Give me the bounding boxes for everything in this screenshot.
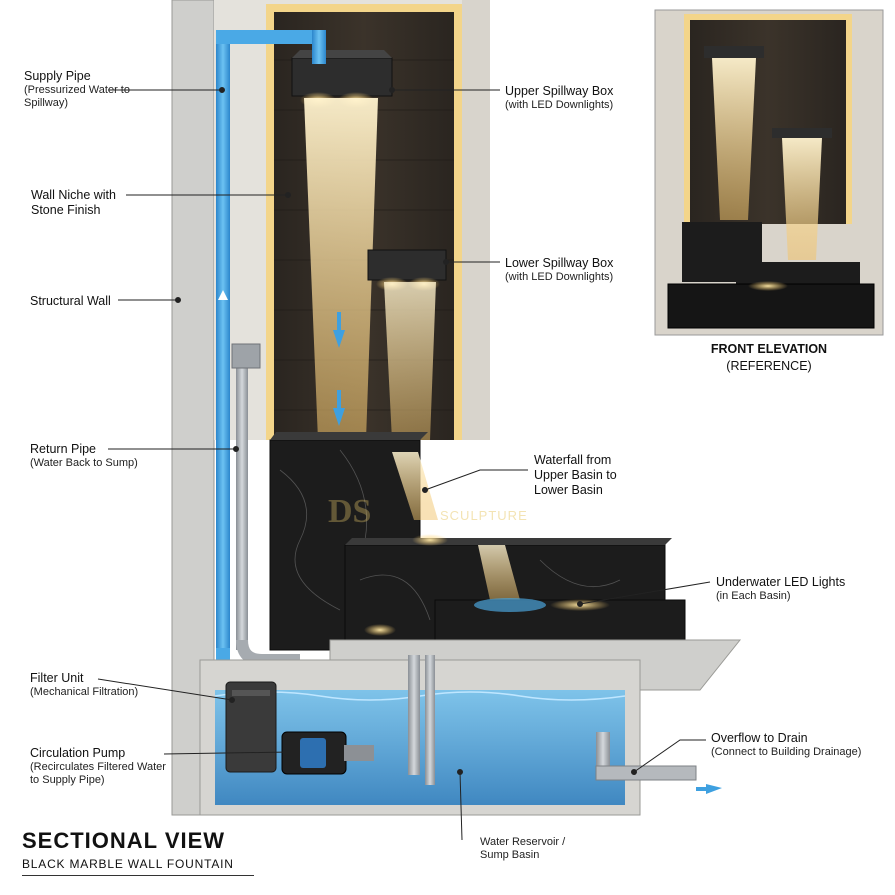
label-title: Return Pipe — [30, 442, 97, 456]
label-line: Water Reservoir / — [480, 836, 566, 848]
svg-text:SCULPTURE: SCULPTURE — [440, 508, 528, 523]
label-circulation-pump: Circulation Pump (Recirculates Filtered … — [30, 746, 166, 787]
label-title: Supply Pipe — [24, 69, 91, 83]
label-upper-spillway: Upper Spillway Box (with LED Downlights) — [505, 84, 613, 112]
label-sub: (Mechanical Filtration) — [30, 686, 139, 698]
leader-lines — [97, 87, 711, 841]
label-title: Circulation Pump — [30, 746, 126, 760]
label-sub: (Pressurized Water to — [24, 84, 130, 96]
reference-caption-sub: (REFERENCE) — [726, 359, 812, 373]
label-title: Underwater LED Lights — [716, 575, 846, 589]
label-sub: Spillway) — [24, 97, 69, 110]
reference-caption: FRONT ELEVATION — [710, 342, 828, 356]
label-sub: (with LED Downlights) — [505, 271, 614, 283]
front-elevation-image — [654, 9, 884, 336]
flow-arrows — [333, 312, 345, 426]
label-sub: to Supply Pipe) — [30, 774, 105, 787]
label-title: Wall Niche with — [31, 188, 116, 202]
upper-spillway-box — [291, 57, 393, 97]
filter-unit — [225, 681, 277, 773]
label-title: Overflow to Drain — [711, 731, 808, 745]
watermark: DS — [328, 493, 371, 530]
label-line: Sump Basin — [480, 849, 540, 862]
label-title: Lower Spillway Box — [505, 256, 614, 270]
diagram-subtitle: BLACK MARBLE WALL FOUNTAIN — [22, 857, 234, 871]
label-lower-spillway: Lower Spillway Box (with LED Downlights) — [505, 256, 613, 284]
overflow-pipe — [595, 732, 722, 794]
upper-waterfall — [304, 98, 378, 440]
subtitle-underline — [22, 875, 254, 876]
label-overflow: Overflow to Drain (Connect to Building D… — [711, 731, 861, 759]
label-wall-niche: Wall Niche with Stone Finish — [31, 188, 116, 218]
label-line: Lower Basin — [534, 483, 603, 497]
diagram-title: SECTIONAL VIEW — [22, 828, 226, 853]
label-reservoir: Water Reservoir / Sump Basin — [480, 836, 565, 862]
label-return-pipe: Return Pipe (Water Back to Sump) — [30, 442, 138, 470]
label-waterfall: Waterfall from Upper Basin to Lower Basi… — [534, 453, 617, 498]
label-filter-unit: Filter Unit (Mechanical Filtration) — [30, 671, 138, 699]
label-title: Structural Wall — [30, 294, 111, 308]
label-structural-wall: Structural Wall — [30, 294, 111, 309]
label-line: Waterfall from — [534, 453, 612, 467]
label-sub: (Connect to Building Drainage) — [711, 746, 862, 758]
label-sub: (with LED Downlights) — [505, 99, 614, 111]
label-line: Upper Basin to — [534, 468, 617, 482]
label-title: Stone Finish — [31, 203, 101, 217]
label-sub: (Recirculates Filtered Water — [30, 761, 166, 773]
label-title: Filter Unit — [30, 671, 84, 685]
label-sub: (Water Back to Sump) — [30, 457, 138, 469]
lower-spillway-box — [367, 249, 447, 281]
label-sub: (in Each Basin) — [716, 590, 791, 602]
label-supply-pipe: Supply Pipe (Pressurized Water to Spillw… — [24, 69, 130, 110]
lower-waterfall — [384, 282, 436, 440]
label-title: Upper Spillway Box — [505, 84, 614, 98]
label-underwater-led: Underwater LED Lights (in Each Basin) — [716, 575, 845, 603]
